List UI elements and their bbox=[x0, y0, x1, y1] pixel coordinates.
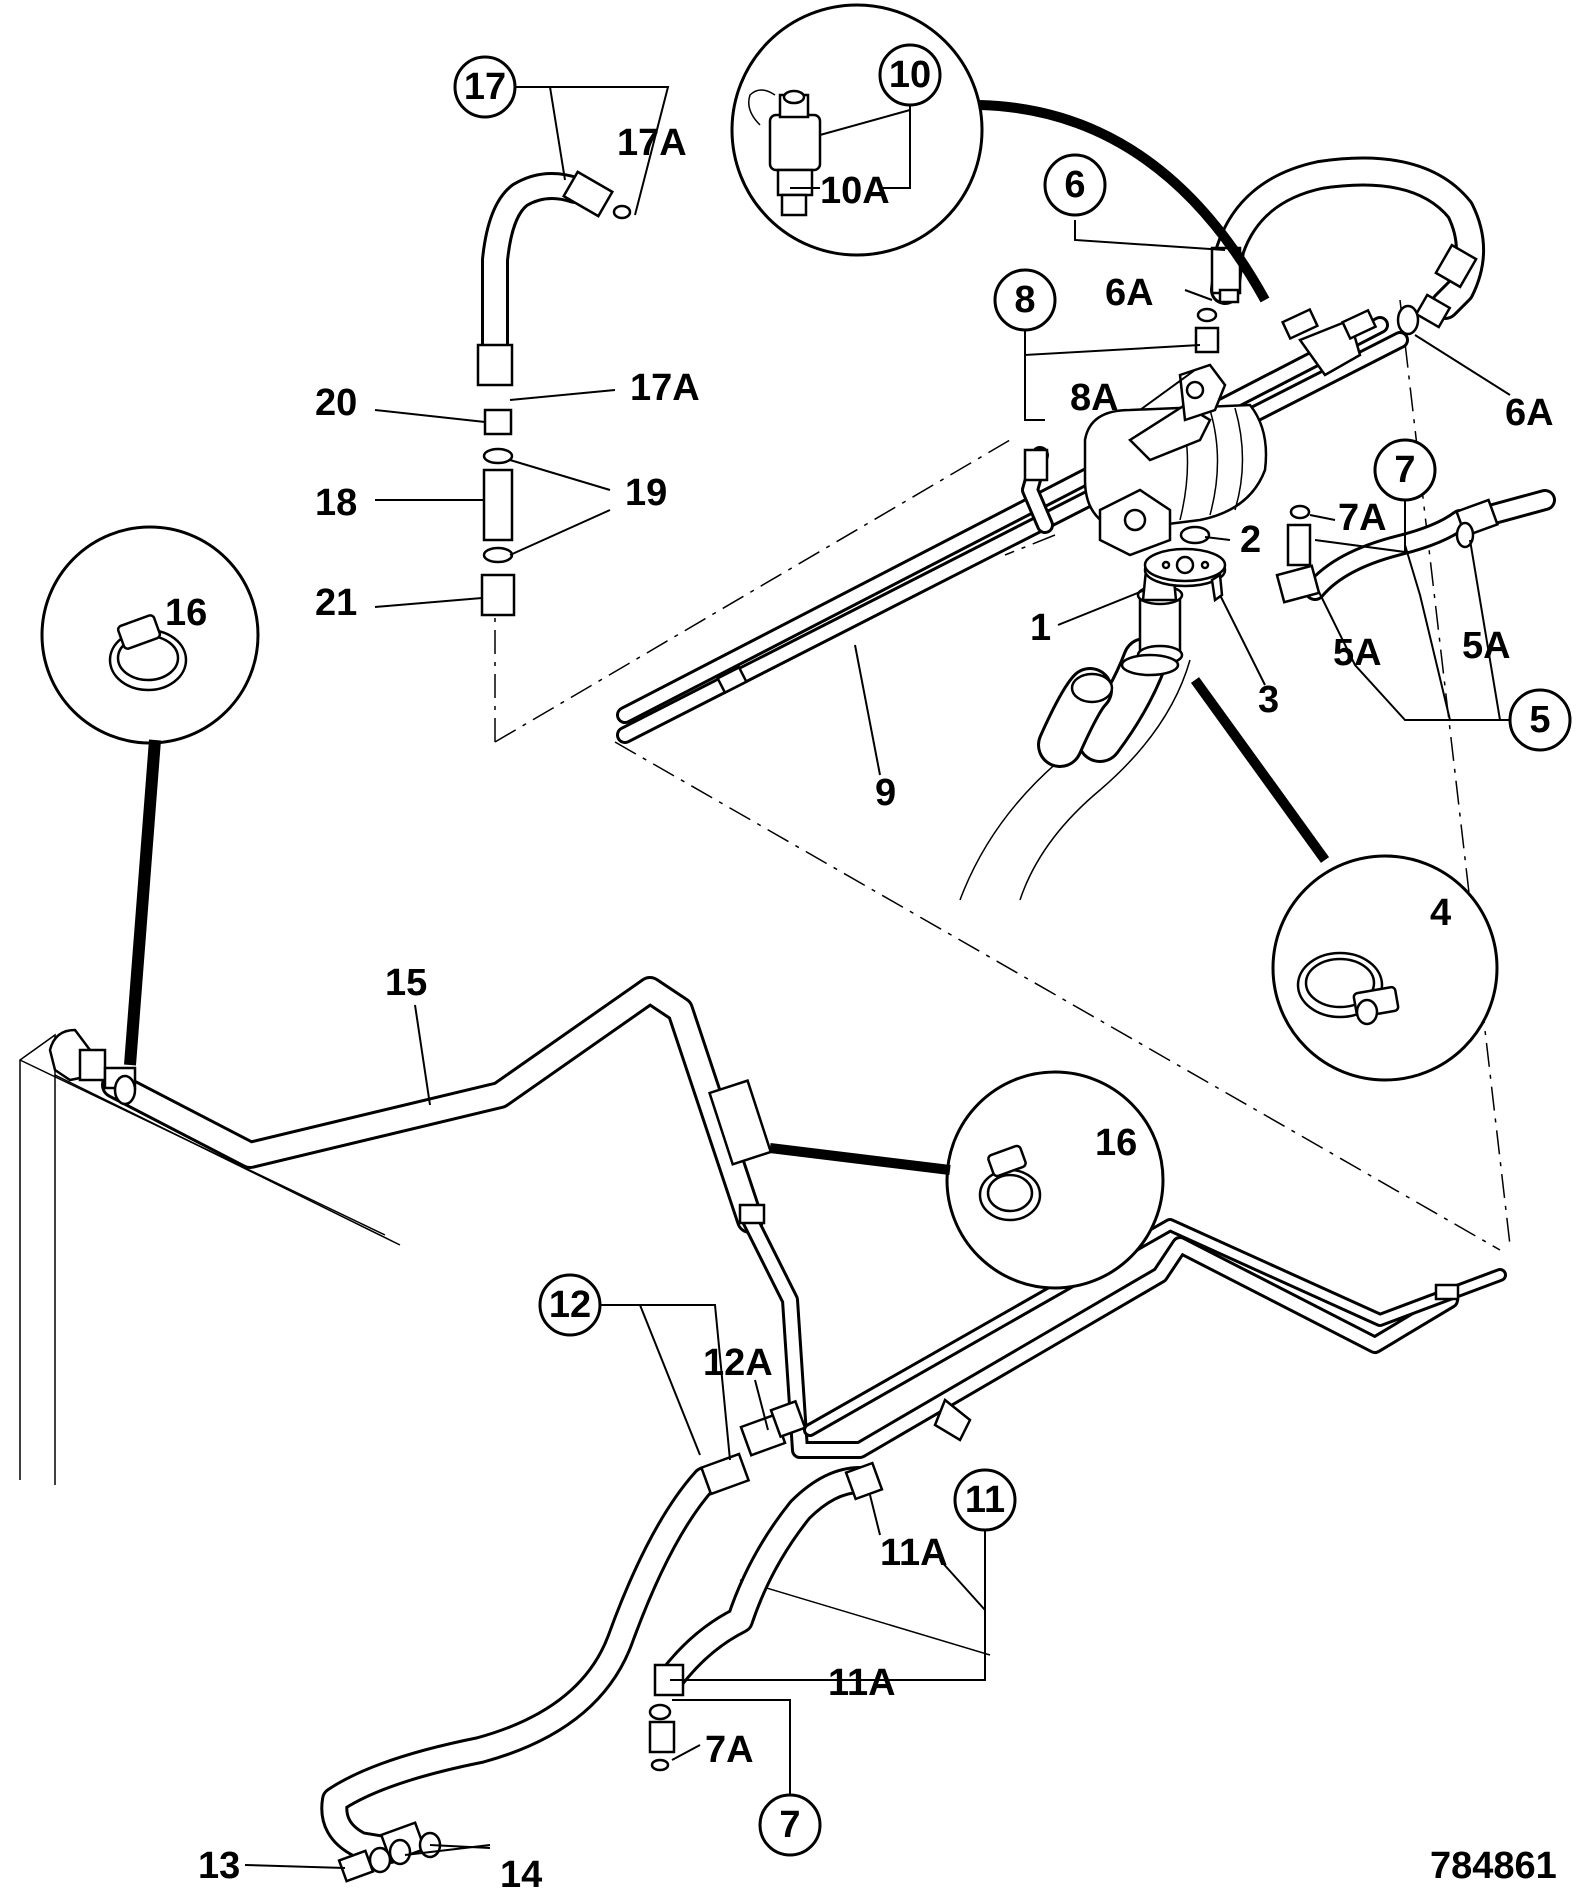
hose-6 bbox=[1194, 156, 1485, 354]
label-6a-top: 6A bbox=[1105, 272, 1154, 314]
detail-view-16-left bbox=[40, 525, 260, 745]
label-8a: 8A bbox=[1070, 377, 1119, 419]
label-18: 18 bbox=[315, 482, 357, 524]
leader-lines bbox=[244, 86, 1511, 1869]
rigid-pipe-lower bbox=[48, 976, 1507, 1459]
detail-view-16-right bbox=[945, 1070, 1165, 1290]
detail-leader-16-left bbox=[124, 739, 161, 1066]
label-1: 1 bbox=[1030, 607, 1051, 649]
label-11a-top: 11A bbox=[880, 1532, 948, 1574]
label-16-left: 16 bbox=[165, 592, 207, 634]
suction-tube bbox=[959, 525, 1227, 901]
hose-17 bbox=[476, 170, 632, 387]
label-2: 2 bbox=[1240, 519, 1261, 561]
callout-6: 6 bbox=[1043, 153, 1107, 217]
label-5a-left: 5A bbox=[1333, 632, 1382, 674]
pump-body bbox=[1083, 363, 1268, 557]
label-7a-bottom: 7A bbox=[705, 1729, 754, 1771]
label-20: 20 bbox=[315, 382, 357, 424]
detail-view-4 bbox=[1271, 854, 1499, 1082]
hose-11 bbox=[648, 1461, 884, 1772]
label-4: 4 bbox=[1430, 892, 1451, 934]
callout-17: 17 bbox=[453, 55, 517, 119]
adapter-stack bbox=[480, 408, 516, 617]
label-19: 19 bbox=[625, 472, 667, 514]
label-7a-top: 7A bbox=[1338, 497, 1387, 539]
label-17a-mid: 17A bbox=[630, 367, 700, 409]
callout-7-top: 7 bbox=[1373, 438, 1437, 502]
label-16-right: 16 bbox=[1095, 1122, 1137, 1164]
label-7-bottom: 7 bbox=[779, 1804, 800, 1846]
label-11: 11 bbox=[965, 1479, 1005, 1521]
hose-12 bbox=[320, 1399, 807, 1864]
label-11a-bottom: 11A bbox=[828, 1662, 896, 1704]
label-12: 12 bbox=[549, 1284, 591, 1326]
label-17: 17 bbox=[464, 66, 506, 108]
label-17a-top: 17A bbox=[617, 122, 687, 164]
label-21: 21 bbox=[315, 582, 357, 624]
label-9: 9 bbox=[875, 772, 896, 814]
label-6: 6 bbox=[1064, 164, 1085, 206]
callout-12: 12 bbox=[538, 1273, 602, 1337]
callout-7-bottom: 7 bbox=[758, 1793, 822, 1857]
detail-view-10 bbox=[730, 3, 984, 257]
callout-5: 5 bbox=[1508, 688, 1572, 752]
detail-leader-10 bbox=[979, 100, 1270, 303]
detail-leader-4 bbox=[1190, 677, 1330, 863]
callout-10: 10 bbox=[878, 43, 942, 107]
label-12a: 12A bbox=[703, 1342, 773, 1384]
label-15: 15 bbox=[385, 962, 427, 1004]
hose-5 bbox=[1275, 489, 1556, 604]
label-3: 3 bbox=[1258, 679, 1279, 721]
callout-11: 11 bbox=[953, 1468, 1017, 1532]
phantom-frame bbox=[19, 299, 1511, 1656]
label-10: 10 bbox=[889, 54, 931, 96]
label-5: 5 bbox=[1529, 699, 1550, 741]
label-13: 13 bbox=[198, 1845, 240, 1887]
figure-number: 784861 bbox=[1430, 1845, 1557, 1887]
label-8: 8 bbox=[1014, 279, 1035, 321]
label-5a-right: 5A bbox=[1462, 625, 1511, 667]
rigid-pipe-upper bbox=[616, 307, 1409, 744]
label-7-top: 7 bbox=[1394, 449, 1415, 491]
label-10a: 10A bbox=[820, 170, 890, 212]
label-14: 14 bbox=[500, 1854, 542, 1890]
label-6a-right: 6A bbox=[1505, 392, 1554, 434]
detail-leader-16-right bbox=[769, 1143, 951, 1175]
callout-8: 8 bbox=[993, 268, 1057, 332]
